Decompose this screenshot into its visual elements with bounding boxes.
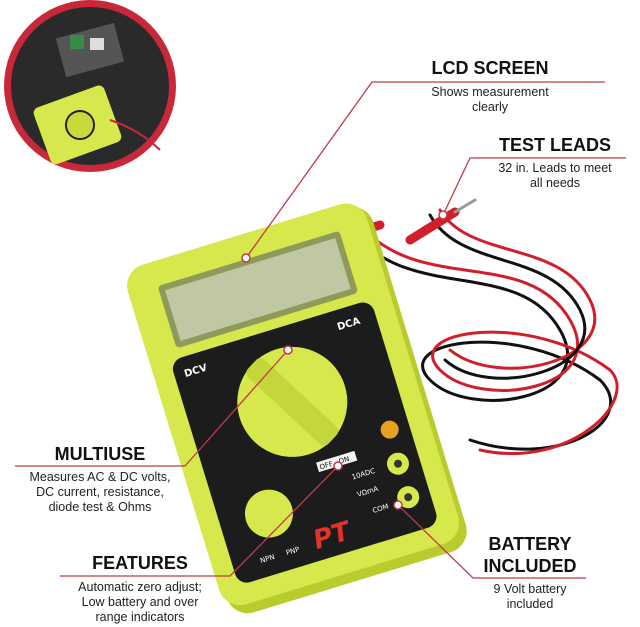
features-desc: Automatic zero adjust;Low battery and ov… <box>55 580 225 625</box>
desc-line: Measures AC & DC volts, <box>29 470 171 484</box>
multimeter: DCV DCA NPN PNP OFF ON 10ADC VΩmA COM PT <box>127 203 467 614</box>
desc-line: included <box>506 597 554 611</box>
inset-photo <box>4 0 176 172</box>
lcd-screen <box>165 238 351 341</box>
desc-line: 9 Volt battery <box>493 582 567 596</box>
title-line: BATTERY <box>488 534 572 554</box>
features-title: FEATURES <box>92 553 188 573</box>
lcd-screen-title: LCD SCREEN <box>431 58 549 78</box>
callout-leaders <box>15 81 626 579</box>
desc-line: 32 in. Leads to meet <box>498 161 612 175</box>
desc-line: DC current, resistance, <box>36 485 164 499</box>
desc-line: range indicators <box>95 610 185 624</box>
desc-line: Automatic zero adjust; <box>78 580 202 594</box>
desc-line: all needs <box>529 176 581 190</box>
desc-line: clearly <box>471 100 509 114</box>
desc-line: diode test & Ohms <box>48 500 152 514</box>
title-line: INCLUDED <box>483 556 577 576</box>
multiuse-title: MULTIUSE <box>54 444 146 464</box>
desc-line: Low battery and over <box>81 595 199 609</box>
pnp-label: PNP <box>285 545 300 557</box>
multiuse-desc: Measures AC & DC volts,DC current, resis… <box>10 470 190 515</box>
test-leads-title: TEST LEADS <box>498 135 611 155</box>
callout-dots <box>241 210 448 510</box>
desc-line: Shows measurement <box>431 85 549 99</box>
off-label: OFF <box>319 460 334 472</box>
transistor-socket <box>244 489 293 538</box>
on-label: ON <box>338 455 351 466</box>
npn-label: NPN <box>259 553 275 565</box>
